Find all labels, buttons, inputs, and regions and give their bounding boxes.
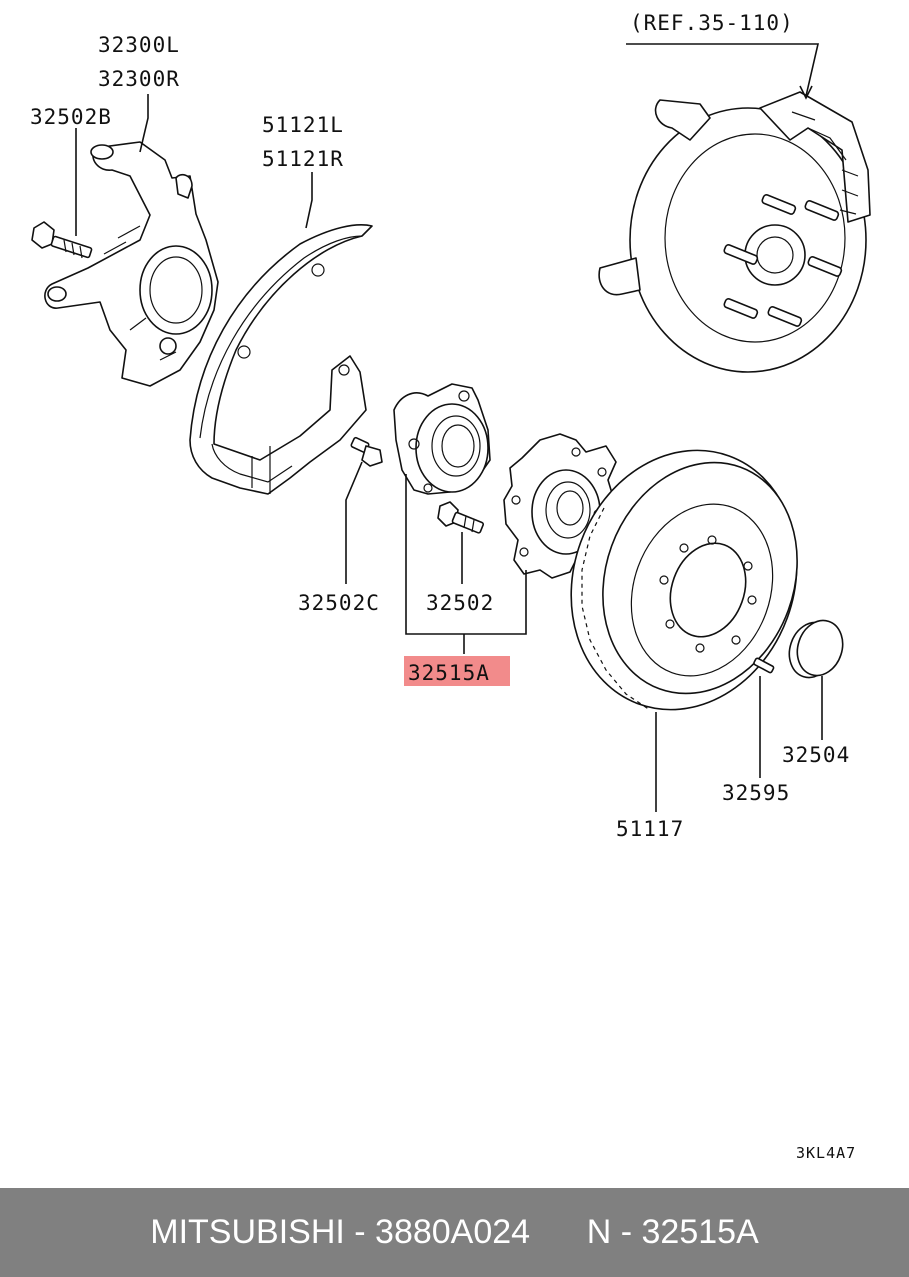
rotor-screw	[753, 657, 775, 674]
brake-rotor	[570, 449, 798, 711]
label-knuckle-right: 32300R	[98, 67, 180, 91]
label-brake-rotor: 51117	[616, 817, 684, 841]
label-dust-shield-left: 51121L	[262, 113, 344, 137]
label-knuckle-bolt: 32502B	[30, 105, 112, 129]
dust-shield	[189, 224, 373, 495]
label-hub-bolt: 32502	[426, 591, 494, 615]
label-hub-assembly: 32515A	[408, 661, 490, 685]
shield-bolt	[350, 436, 383, 467]
label-shield-bolt: 32502C	[298, 591, 380, 615]
label-dust-shield-right: 51121R	[262, 147, 344, 171]
wheel-studs	[723, 194, 843, 327]
steering-knuckle	[44, 141, 219, 387]
highlight-box	[404, 656, 510, 686]
leader-lines	[75, 43, 823, 812]
ref-label: (REF.35-110)	[630, 11, 794, 35]
label-hub-cap: 32504	[782, 743, 850, 767]
knuckle-bolt	[31, 221, 93, 259]
exploded-view-svg: (REF.35-110) 32300L 32300R 32502B 51121L…	[30, 11, 871, 1162]
caliper-assembly-reference	[598, 91, 871, 373]
label-knuckle-left: 32300L	[98, 33, 180, 57]
caption-bar: MITSUBISHI - 3880A024 N - 32515A	[0, 1188, 909, 1277]
label-rotor-screw: 32595	[722, 781, 790, 805]
caption-text: MITSUBISHI - 3880A024 N - 32515A	[150, 1213, 759, 1251]
hub-bolt	[437, 501, 485, 534]
parts-diagram: (REF.35-110) 32300L 32300R 32502B 51121L…	[30, 11, 871, 1162]
rotor-stud-holes	[659, 535, 757, 653]
diagram-code: 3KL4A7	[796, 1144, 856, 1162]
hub-bearing-unit	[393, 383, 491, 495]
hub-cap	[788, 619, 844, 679]
